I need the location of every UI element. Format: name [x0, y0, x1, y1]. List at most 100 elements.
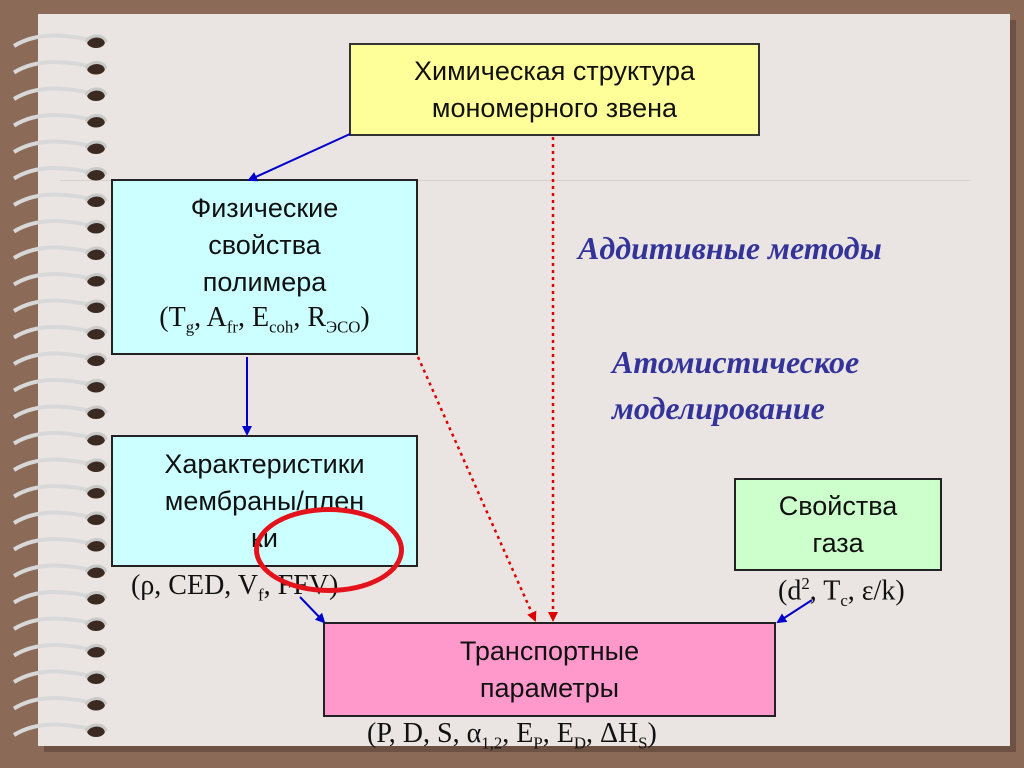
spiral-wire: [12, 166, 93, 181]
gas-properties-box: Свойства газа: [734, 478, 942, 571]
spiral-wire: [12, 33, 93, 48]
spiral-ring: [84, 140, 108, 149]
atomistic-note-line1: Атомистическое: [612, 344, 860, 380]
spiral-wire: [12, 510, 93, 525]
membrane-line1: Характеристики: [164, 448, 365, 479]
spiral-wire: [12, 245, 93, 260]
spiral-ring: [84, 564, 108, 573]
spiral-ring: [84, 61, 108, 70]
binding-hole: [87, 725, 105, 737]
binding-hole: [87, 115, 105, 128]
transport-parameters-box: Транспортные параметры: [323, 622, 776, 717]
spiral-ring: [84, 114, 108, 123]
physical-properties-line1: Физические: [190, 192, 339, 223]
spiral-wire: [12, 86, 93, 101]
spiral-wire: [12, 722, 93, 737]
spiral-wire: [12, 616, 93, 631]
spiral-wire: [12, 272, 93, 287]
binding-hole: [87, 301, 105, 313]
chemical-structure-line2: мономерного звена: [431, 92, 678, 123]
spiral-ring: [84, 511, 108, 520]
binding-hole: [87, 142, 105, 154]
transport-params-label: (P, D, S, α1,2, EP, ED, ΔHS): [367, 718, 657, 753]
additive-methods-note: Аддитивные методы: [578, 230, 882, 266]
binding-hole: [87, 380, 105, 393]
spiral-ring: [84, 405, 108, 414]
binding-hole: [87, 619, 105, 631]
spiral-ring: [84, 644, 108, 653]
spiral-ring: [84, 34, 108, 43]
gas-line1: Свойства: [778, 490, 898, 521]
physical-properties-params: (Tg, Afr, Ecoh, RЭСО): [159, 301, 370, 337]
binding-hole: [87, 407, 105, 419]
spiral-ring: [84, 167, 108, 176]
spiral-ring: [84, 723, 108, 732]
binding-hole: [87, 592, 105, 605]
atomistic-note-line2: моделирование: [612, 390, 825, 426]
binding-hole: [87, 274, 105, 287]
spiral-wire: [12, 457, 93, 472]
page-rule-line: [60, 180, 970, 181]
transport-line2: параметры: [479, 672, 620, 703]
binding-hole: [87, 168, 105, 181]
gas-line2: газа: [812, 527, 864, 558]
spiral-wire: [12, 537, 93, 552]
spiral-ring: [84, 617, 108, 626]
spiral-ring: [84, 697, 108, 706]
spiral-wire: [12, 590, 93, 605]
spiral-ring: [84, 670, 108, 679]
spiral-ring: [84, 273, 108, 282]
spiral-binding: [12, 33, 108, 737]
spiral-wire: [12, 298, 93, 313]
spiral-wire: [12, 325, 93, 340]
spiral-ring: [84, 432, 108, 441]
binding-hole: [87, 645, 105, 658]
binding-hole: [87, 62, 105, 75]
spiral-ring: [84, 326, 108, 335]
spiral-ring: [84, 220, 108, 229]
spiral-ring: [84, 299, 108, 308]
gas-params-label: (d2, Tc, ε/k): [778, 574, 905, 610]
spiral-ring: [84, 538, 108, 547]
spiral-wire: [12, 431, 93, 446]
binding-hole: [87, 36, 105, 48]
physical-properties-line2: свойства: [208, 229, 321, 260]
spiral-ring: [84, 379, 108, 388]
binding-hole: [87, 672, 105, 684]
red-highlight-circle: [254, 507, 404, 593]
spiral-wire: [12, 351, 93, 366]
physical-properties-line3: полимера: [202, 266, 327, 297]
binding-hole: [87, 566, 105, 578]
spiral-ring: [84, 193, 108, 202]
binding-hole: [87, 486, 105, 499]
spiral-ring: [84, 458, 108, 467]
spiral-wire: [12, 378, 93, 393]
binding-hole: [87, 460, 105, 472]
spiral-ring: [84, 246, 108, 255]
binding-hole: [87, 248, 105, 260]
binding-hole: [87, 195, 105, 207]
binding-hole: [87, 89, 105, 101]
spiral-ring: [84, 352, 108, 361]
spiral-wire: [12, 139, 93, 154]
binding-hole: [87, 539, 105, 552]
spiral-wire: [12, 113, 93, 128]
spiral-wire: [12, 696, 93, 711]
binding-hole: [87, 513, 105, 525]
binding-hole: [87, 433, 105, 446]
spiral-wire: [12, 219, 93, 234]
spiral-wire: [12, 643, 93, 658]
binding-hole: [87, 354, 105, 366]
physical-properties-box: Физические свойства полимера (Tg, Afr, E…: [111, 179, 418, 355]
binding-hole: [87, 698, 105, 711]
transport-line1: Транспортные: [459, 635, 640, 666]
spiral-wire: [12, 192, 93, 207]
spiral-wire: [12, 669, 93, 684]
spiral-wire: [12, 404, 93, 419]
spiral-wire: [12, 60, 93, 75]
chemical-structure-line1: Химическая структура: [414, 55, 695, 86]
spiral-ring: [84, 87, 108, 96]
spiral-wire: [12, 563, 93, 578]
spiral-ring: [84, 485, 108, 494]
binding-hole: [87, 221, 105, 234]
